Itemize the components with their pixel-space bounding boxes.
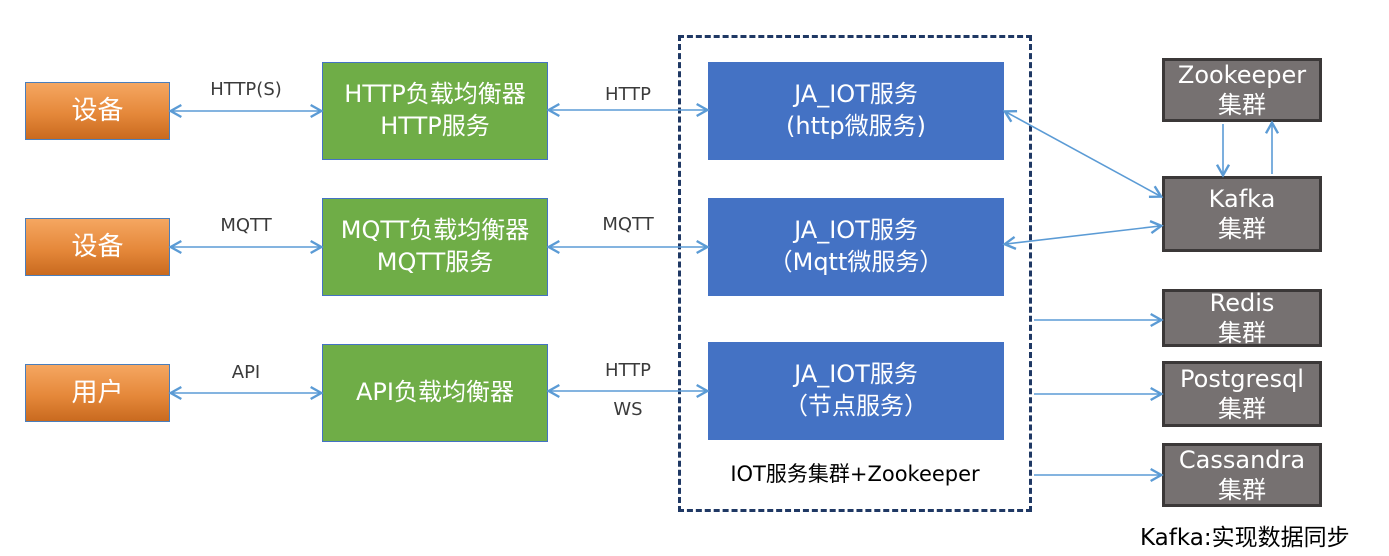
node-ja-iot-http-service: JA_IOT服务 (http微服务): [708, 62, 1004, 160]
node-user-label: 用户: [71, 377, 124, 408]
node-postgresql-cluster: Postgresql 集群: [1162, 361, 1322, 427]
node-api-lb-line1: API负载均衡器: [356, 378, 514, 407]
node-mqtt-lb-line1: MQTT负载均衡器: [340, 216, 530, 245]
node-ja-iot-node-line2: （节点服务）: [784, 392, 928, 420]
node-redis-cluster: Redis 集群: [1162, 289, 1322, 347]
node-device-2: 设备: [25, 218, 170, 276]
kafka-sync-caption: Kafka:实现数据同步: [1140, 525, 1350, 551]
node-postgresql-line1: Postgresql: [1180, 365, 1304, 393]
node-ja-iot-node-line1: JA_IOT服务: [794, 360, 918, 389]
node-kafka-cluster: Kafka 集群: [1162, 176, 1322, 252]
edge-label-http-row1: HTTP: [604, 84, 652, 105]
node-http-lb-line2: HTTP服务: [380, 112, 490, 140]
edge-label-ws: WS: [613, 399, 643, 420]
node-api-load-balancer: API负载均衡器: [322, 344, 548, 442]
node-zookeeper-cluster: Zookeeper 集群: [1162, 58, 1322, 122]
edge-label-api: API: [231, 362, 261, 383]
node-mqtt-load-balancer: MQTT负载均衡器 MQTT服务: [322, 198, 548, 296]
iot-cluster-label: IOT服务集群+Zookeeper: [730, 462, 980, 486]
edge-label-mqtt-mid: MQTT: [602, 214, 654, 235]
node-cassandra-cluster: Cassandra 集群: [1162, 443, 1322, 507]
node-http-lb-line1: HTTP负载均衡器: [344, 80, 526, 109]
node-ja-iot-node-service: JA_IOT服务 （节点服务）: [708, 342, 1004, 440]
node-ja-iot-mqtt-line2: （Mqtt微服务）: [768, 248, 944, 276]
node-zookeeper-line1: Zookeeper: [1177, 61, 1307, 89]
edge-label-https: HTTP(S): [210, 79, 282, 100]
node-kafka-line1: Kafka: [1208, 185, 1276, 213]
node-redis-line2: 集群: [1218, 319, 1266, 347]
node-device-1: 设备: [25, 82, 170, 140]
node-redis-line1: Redis: [1209, 289, 1275, 317]
node-device-2-label: 设备: [71, 231, 124, 262]
node-ja-iot-mqtt-service: JA_IOT服务 （Mqtt微服务）: [708, 198, 1004, 296]
node-user: 用户: [25, 364, 170, 422]
edge-label-mqtt-left: MQTT: [220, 215, 272, 236]
node-device-1-label: 设备: [71, 95, 124, 126]
node-kafka-line2: 集群: [1218, 215, 1266, 243]
node-mqtt-lb-line2: MQTT服务: [376, 248, 494, 276]
node-zookeeper-line2: 集群: [1218, 91, 1266, 119]
node-ja-iot-http-line2: (http微服务): [786, 112, 926, 140]
node-postgresql-line2: 集群: [1218, 395, 1266, 423]
node-cassandra-line2: 集群: [1218, 476, 1266, 504]
node-ja-iot-http-line1: JA_IOT服务: [794, 80, 918, 109]
node-cassandra-line1: Cassandra: [1178, 446, 1306, 474]
node-ja-iot-mqtt-line1: JA_IOT服务: [794, 216, 918, 245]
edge-label-http-row3: HTTP: [604, 360, 652, 381]
iot-cluster-dashed-box: [678, 35, 1032, 512]
node-http-load-balancer: HTTP负载均衡器 HTTP服务: [322, 62, 548, 160]
